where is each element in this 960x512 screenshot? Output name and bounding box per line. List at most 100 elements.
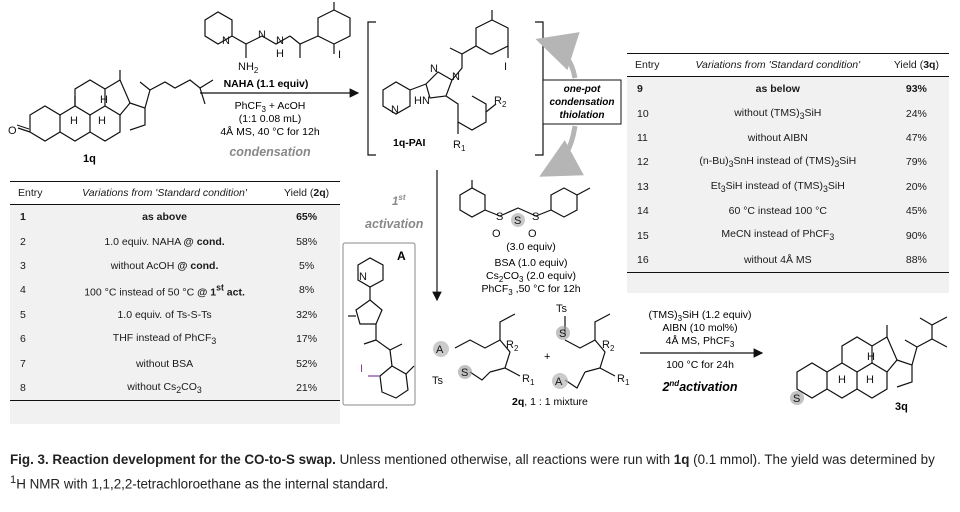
pai-r1: R1 (453, 139, 466, 153)
table-cell-variation: (n-Bu)3SnH instead of (TMS)3SiH (699, 155, 857, 170)
table-cell-entry: 6 (20, 333, 26, 346)
isomer2-a-highlight (552, 373, 568, 389)
table-cell-yield: 79% (905, 156, 927, 169)
activation1-ordinal: 1st (392, 193, 406, 208)
table-cell-yield: 32% (296, 308, 318, 321)
step3-line3: 4Å MS, PhCF3 (666, 334, 735, 349)
table-cell-entry: 4 (20, 284, 26, 297)
table-cell-entry: 7 (20, 357, 26, 370)
table-cell-variation: without (TMS)3SiH (734, 106, 822, 121)
naha-pyridine-n: N (222, 35, 230, 47)
thiasteroid-h1: H (838, 374, 846, 386)
naha-h: H (276, 48, 284, 60)
isomer1-s-highlight (458, 365, 472, 379)
pai-iodine: I (504, 61, 507, 73)
table-cell-variation: without AcOH @ cond. (110, 259, 219, 272)
table-row: 12 (n-Bu)3SnH instead of (TMS)3SiH 79% (627, 150, 949, 174)
naha-n2: N (276, 35, 284, 47)
thiasteroid-h2: H (866, 374, 874, 386)
table-row: 16 without 4Å MS 88% (627, 247, 949, 274)
table-cell-entry: 3 (20, 259, 26, 272)
table-cell-entry: 1 (20, 211, 26, 224)
step1-condensation-label: condensation (229, 145, 311, 159)
table-row: 5 1.0 equiv. of Ts-S-Ts 32% (10, 303, 340, 327)
table-cell-variation: without AIBN (747, 131, 808, 144)
table-cell-entry: 5 (20, 308, 26, 321)
table-row: 7 without BSA 52% (10, 351, 340, 375)
table-cell-yield: 21% (273, 375, 340, 402)
table-cell-entry: 10 (637, 107, 649, 120)
isomer1-ts: Ts (432, 375, 444, 387)
table-row: 6 THF instead of PhCF3 17% (10, 327, 340, 351)
isomer2-r2: R2 (602, 339, 615, 353)
onepot-line1: one-pot (564, 84, 601, 95)
bsa-o1: O (492, 228, 501, 240)
table-cell-variation: as below (755, 83, 800, 96)
table-cell-yield: 93% (905, 83, 927, 96)
isomer2-s-highlight (556, 326, 570, 340)
table-cell-entry: 2 (20, 235, 26, 248)
table-cell-entry: 12 (637, 156, 649, 169)
plus-sign: + (544, 351, 550, 363)
caption-compound: 1q (673, 452, 690, 467)
reaction-scheme: O H H H 1q N N N H NH2 I NAHA (1.1 equiv… (8, 2, 948, 413)
bsa-equiv: (3.0 equiv) (506, 241, 556, 253)
step1-solvent-line: PhCF3 + AcOH (235, 100, 306, 114)
table-cell-yield: 65% (296, 211, 318, 224)
steroid-1q-structure (16, 70, 214, 142)
pai-pyridine-n: N (391, 104, 399, 116)
figure-caption: Fig. 3. Reaction development for the CO-… (10, 450, 950, 494)
step3-line2: AIBN (10 mol%) (662, 322, 737, 334)
table-cell-entry: 13 (637, 180, 649, 193)
step2-line3: PhCF3 ,50 °C for 12h (481, 283, 580, 297)
h-label-3: H (100, 94, 108, 106)
table-3q-header-variation: Variations from 'Standard condition' (671, 53, 884, 77)
step1-ratio-line: (1:1 0.08 mL) (239, 113, 301, 125)
table-row: 4 100 °C instead of 50 °C @ 1st act. 8% (10, 278, 340, 302)
table-cell-yield: 52% (296, 357, 318, 370)
table-cell-variation: 1.0 equiv. NAHA @ cond. (104, 235, 225, 248)
table-cell-variation: without Cs2CO3 (55, 375, 274, 402)
table-cell-yield: 47% (905, 131, 927, 144)
table-cell-entry: 14 (637, 205, 649, 218)
fragment-a-box (342, 242, 416, 406)
onepot-line2: condensation (549, 97, 614, 108)
table-cell-yield: 8% (298, 284, 315, 297)
isomer1-r2: R2 (506, 339, 519, 353)
table-cell-entry: 9 (637, 83, 643, 96)
bsa-s3: S (532, 211, 539, 223)
table-3q-header-entry: Entry (627, 53, 672, 77)
bsa-s2: S (514, 215, 521, 227)
intermediate-bracket (367, 21, 544, 156)
table-row: 11 without AIBN 47% (627, 126, 949, 150)
intermediate-label: 1q-PAI (393, 137, 426, 149)
bsa-o2: O (528, 228, 537, 240)
onepot-arrow-down (539, 125, 584, 177)
naha-n1: N (258, 29, 266, 41)
table-cell-entry: 8 (10, 375, 56, 402)
table-cell-entry: 11 (637, 131, 648, 144)
table-cell-yield: 58% (296, 235, 318, 248)
caption-text2: (0.1 mmol). The yield was determined by (689, 452, 935, 467)
isomer2-r1: R1 (617, 373, 630, 387)
caption-text1: Unless mentioned otherwise, all reaction… (335, 452, 674, 467)
step2-line2: Cs2CO3 (2.0 equiv) (486, 270, 576, 284)
table-2q: Entry Variations from 'Standard conditio… (10, 181, 340, 402)
table-row: 14 60 °C instead 100 °C 45% (627, 199, 949, 223)
table-cell-yield: 20% (905, 180, 927, 193)
thiasteroid-s-highlight (790, 391, 804, 405)
table-row: 8 without Cs2CO3 21% (10, 375, 340, 402)
naha-reagent-structure (204, 2, 351, 58)
fragment-a-label: A (397, 249, 406, 263)
table-row: 1 as above 65% (10, 205, 340, 230)
onepot-line3: thiolation (560, 110, 605, 121)
pai-r2: R2 (494, 95, 507, 109)
product-2q-isomer1 (454, 313, 521, 381)
thiasteroid-3q-structure (796, 316, 948, 399)
caption-text3: H NMR with 1,1,2,2-tetrachloroethane as … (16, 476, 389, 492)
step1-reagent-line: NAHA (1.1 equiv) (224, 78, 309, 90)
table-cell-variation: without BSA (135, 357, 194, 370)
table-2q-header-entry: Entry (10, 181, 56, 205)
pai-n1: N (430, 63, 438, 75)
table-cell-variation: 100 °C instead of 50 °C @ 1st act. (84, 282, 245, 299)
